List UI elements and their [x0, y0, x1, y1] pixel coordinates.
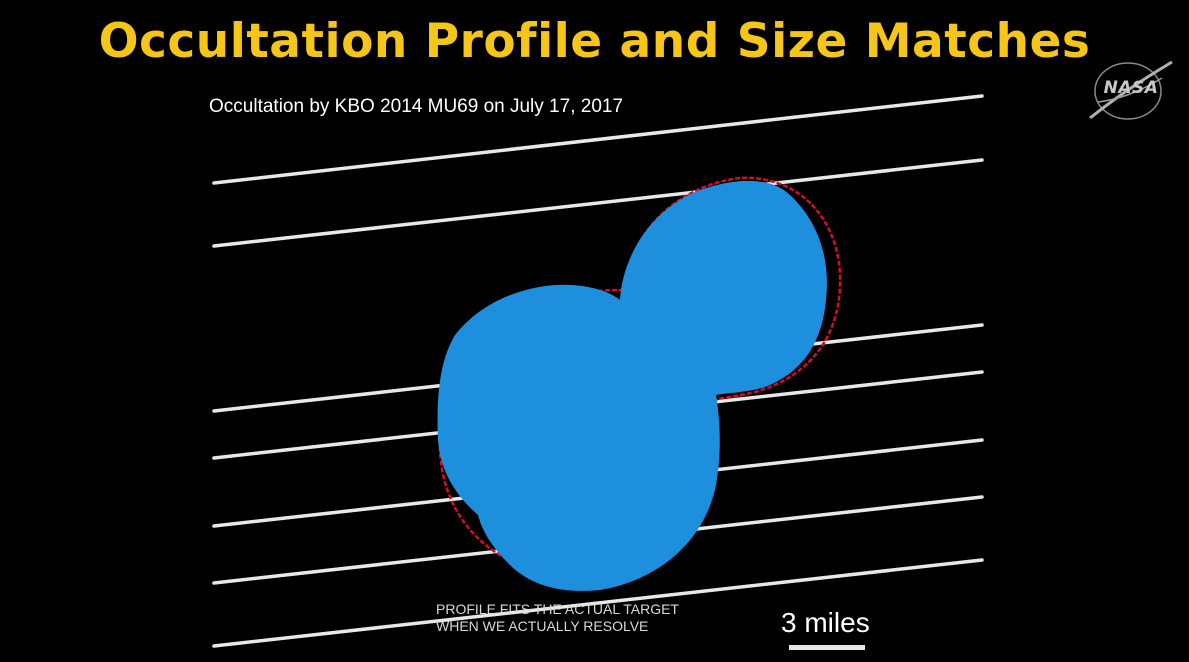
nasa-logo-text: NASA: [1103, 78, 1159, 98]
chord-line-1: [212, 94, 984, 185]
kbo-body-shape: [437, 180, 827, 591]
chord-line-7: [212, 558, 984, 648]
figure-subtitle: Occultation by KBO 2014 MU69 on July 17,…: [209, 96, 624, 117]
scale-bar: [789, 645, 865, 650]
chord-line-2: [212, 158, 984, 248]
nasa-logo-icon: NASA: [1088, 58, 1174, 124]
slide-title: Occultation Profile and Size Matches: [98, 14, 1091, 69]
caption-line-2: WHEN WE ACTUALLY RESOLVE: [436, 618, 649, 634]
scale-label: 3 miles: [781, 607, 870, 638]
caption: PROFILE FITS THE ACTUAL TARGET WHEN WE A…: [436, 601, 679, 635]
nasa-logo-graphic: [1089, 60, 1173, 120]
caption-line-1: PROFILE FITS THE ACTUAL TARGET: [436, 601, 679, 617]
